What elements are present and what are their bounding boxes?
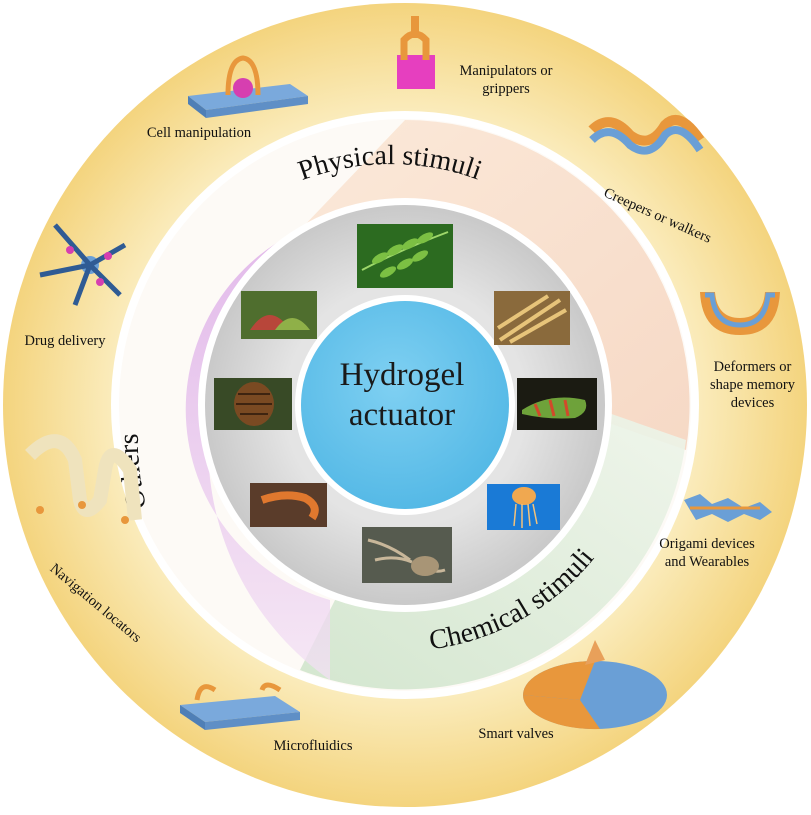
seahorse-photo [250, 483, 327, 527]
venus-flytrap-photo [241, 291, 317, 339]
octopus-photo [362, 527, 452, 583]
deformer-icon [700, 292, 780, 335]
microfluidics-icon [180, 682, 300, 730]
cell-manipulation-label: Cell manipulation [146, 125, 252, 141]
drug-delivery-icon [39, 223, 127, 306]
drug-delivery-label: Drug delivery [24, 333, 106, 349]
smart-valves-label: Smart valves [478, 726, 554, 742]
deformers-label: Deformers or shape memory devices [710, 359, 795, 411]
mimosa-leaf-photo [357, 224, 453, 288]
wheat-photo [494, 291, 570, 345]
creeper-icon [588, 115, 705, 155]
chameleon-photo [517, 378, 597, 430]
pinecone-photo [214, 378, 292, 430]
gripper-icon [397, 16, 435, 89]
navigation-locator-icon [25, 434, 142, 524]
physical-stimuli-band [300, 120, 690, 450]
center-circle [301, 301, 509, 509]
cell-manipulation-icon [188, 55, 308, 118]
origami-icon [684, 494, 772, 522]
microfluidics-label: Microfluidics [273, 738, 353, 754]
center-title-line1: Hydrogel [339, 357, 465, 393]
center-title-line2: actuator [348, 397, 456, 433]
smart-valve-icon [522, 640, 667, 730]
jellyfish-photo [487, 484, 560, 530]
center-title: Hydrogel actuator [300, 355, 504, 435]
manipulators-label: Manipulators or grippers [459, 63, 553, 97]
origami-label: Origami devices and Wearables [659, 536, 755, 570]
